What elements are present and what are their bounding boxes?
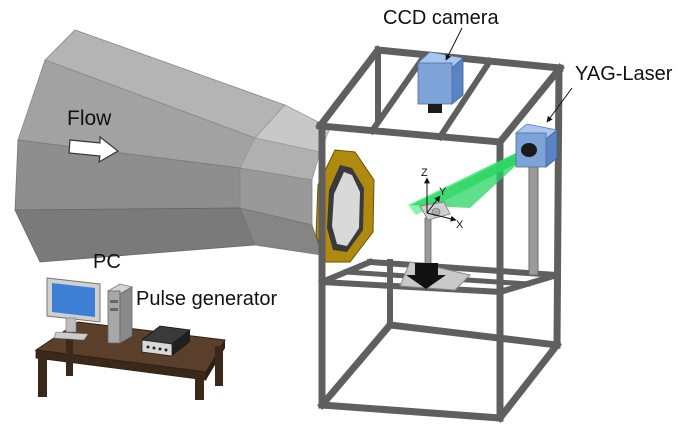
pc-label: PC [93,251,121,273]
pulse-generator-label: Pulse generator [136,288,278,310]
ccd-camera-pointer [445,27,463,61]
yag-laser-label: YAG-Laser [575,63,673,85]
ccd-camera-label: CCD camera [383,7,499,29]
flow-arrow-icon [68,135,120,164]
pc-tower [106,283,134,344]
axis-x-label: X [456,219,464,231]
flow-label: Flow [67,107,112,130]
ccd-camera [417,51,464,113]
model-holder [399,217,471,291]
yag-laser-pointer [546,87,573,123]
axis-z-label: Z [421,167,428,179]
nozzle-ring [315,149,375,263]
laser-support-post [528,159,539,276]
down-arrow-icon [406,263,446,289]
wind-tunnel-duct [14,29,331,263]
axis-y-label: Y [439,186,447,198]
support-frame [315,45,565,423]
pc-monitor [46,277,101,341]
yag-laser [515,123,558,168]
pulse-generator-device [141,325,191,357]
axis-triad [424,177,457,222]
